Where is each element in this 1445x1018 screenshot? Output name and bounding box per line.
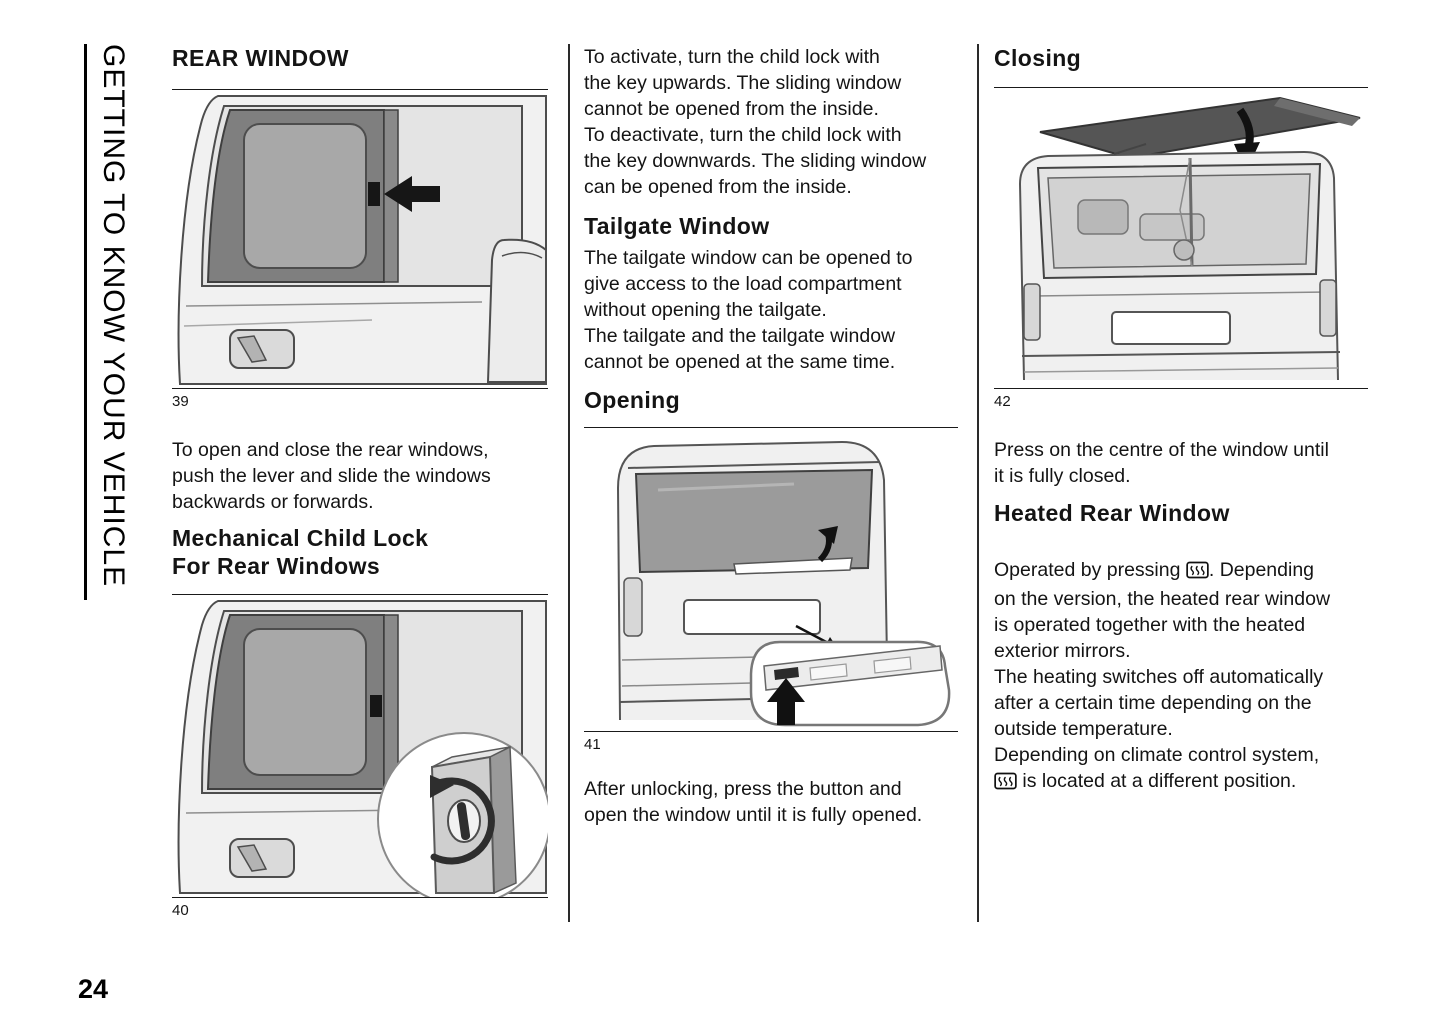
figure-42-number: 42 [994, 393, 1011, 410]
child-lock-paragraph: To activate, turn the child lock with th… [584, 46, 927, 198]
figure-39-illustration [172, 89, 548, 389]
figure-39: 39 [172, 89, 548, 410]
figure-40: 40 [172, 594, 548, 919]
figure-39-number: 39 [172, 393, 189, 410]
closing-paragraph: Press on the centre of the window until … [994, 439, 1329, 487]
figure-40-illustration [172, 594, 548, 898]
opening-paragraph: After unlocking, press the button and op… [584, 778, 923, 826]
column-divider-2 [977, 44, 979, 922]
rear-window-paragraph: To open and close the rear windows, push… [172, 439, 491, 513]
heated-rear-window-icon [1186, 560, 1209, 586]
child-lock-heading: Mechanical Child Lock For Rear Windows [172, 525, 429, 579]
rear-window-heading: REAR WINDOW [172, 45, 349, 71]
figure-41-number: 41 [584, 736, 601, 753]
heated-rear-window-heading: Heated Rear Window [994, 500, 1230, 526]
opening-heading: Opening [584, 387, 681, 413]
heated-text-after: is located at a different position. [1017, 770, 1297, 792]
tailgate-paragraph: The tailgate window can be opened to giv… [584, 247, 913, 373]
figure-41: 41 [584, 427, 958, 753]
window-latch [368, 182, 380, 206]
press-up-arrow-icon [767, 678, 805, 725]
rotate-arrow-icon [430, 777, 495, 865]
column-divider-1 [568, 44, 570, 922]
figure-40-number: 40 [172, 902, 189, 919]
heated-text-before: Operated by pressing [994, 559, 1186, 581]
heated-text-middle: . Depending on the version, the heated r… [994, 559, 1331, 766]
closing-heading: Closing [994, 45, 1082, 71]
chapter-sidebar-title: GETTING TO KNOW YOUR VEHICLE [84, 44, 133, 600]
heated-rear-window-icon [994, 771, 1017, 797]
tailgate-window-heading: Tailgate Window [584, 213, 770, 239]
slide-arrow-icon [384, 176, 440, 212]
page-number: 24 [78, 974, 109, 1004]
heated-rear-window-paragraph: Operated by pressing . Depending on the … [994, 531, 1380, 797]
figure-41-illustration [584, 427, 958, 732]
tailgate-window-button [774, 667, 799, 680]
figure-42-illustration [994, 87, 1368, 389]
figure-42: 42 [994, 87, 1368, 410]
